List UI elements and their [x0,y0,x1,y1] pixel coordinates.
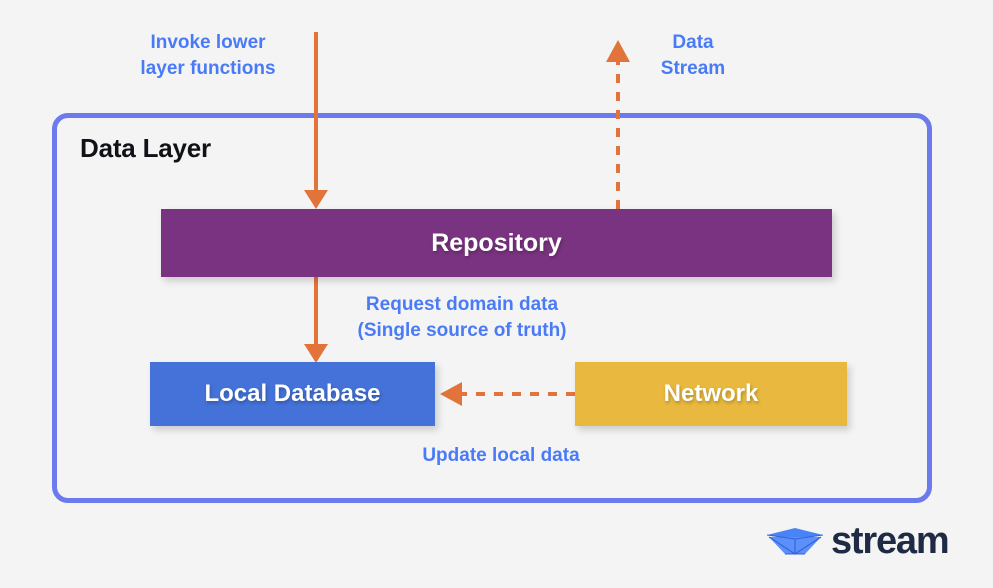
data-layer-container [52,113,932,503]
box-network-label: Network [663,380,759,407]
stream-logo: stream [765,520,950,562]
label-invoke-lower-layer-functions: Invoke lower layer functions [128,30,288,82]
stream-logo-wordmark: stream [831,520,950,562]
box-repository[interactable]: Repository [161,209,832,277]
paper-boat-icon [766,528,824,555]
label-data-stream: Data Stream [648,30,738,82]
data-layer-title: Data Layer [80,133,211,163]
label-invoke-line2: layer functions [140,58,276,79]
label-update-local-data: Update local data [384,443,618,469]
label-request-domain-line2: (Single source of truth) [357,320,567,341]
box-local-database[interactable]: Local Database [150,362,435,426]
label-request-domain-data: Request domain data (Single source of tr… [335,292,589,344]
label-data-stream-line2: Stream [660,58,726,79]
box-local-database-label: Local Database [204,380,381,407]
label-request-domain-line1: Request domain data [365,294,559,315]
box-network[interactable]: Network [575,362,847,426]
label-invoke-line1: Invoke lower [150,32,266,53]
box-repository-label: Repository [431,228,562,257]
label-update-local-line1: Update local data [422,445,580,466]
label-data-stream-line1: Data [672,32,714,53]
